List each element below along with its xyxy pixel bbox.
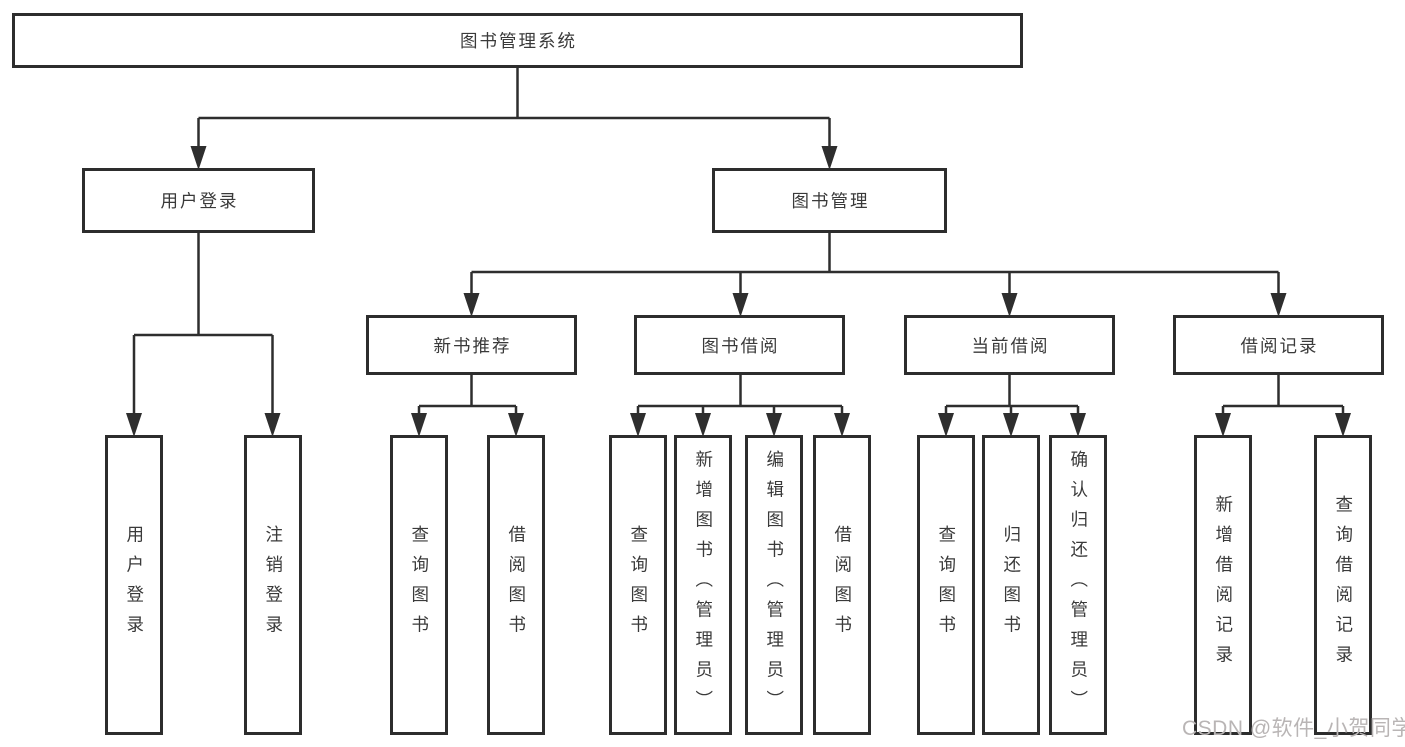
leaf-current-query-books: 查询图书 <box>917 435 975 735</box>
node-book-management: 图书管理 <box>712 168 947 233</box>
node-borrow-records-label: 借阅记录 <box>1240 335 1319 356</box>
leaf-recommend-borrow-books: 借阅图书 <box>487 435 545 735</box>
leaf-add-books-admin: 新增图书（管理员） <box>674 435 732 735</box>
leaf-confirm-return-admin-label: 确认归还（管理员） <box>1068 450 1089 720</box>
node-current-borrow: 当前借阅 <box>904 315 1115 375</box>
node-current-borrow-label: 当前借阅 <box>971 335 1050 356</box>
leaf-user-login: 用户登录 <box>105 435 163 735</box>
node-book-management-label: 图书管理 <box>791 191 870 211</box>
node-book-borrow-label: 图书借阅 <box>701 335 780 356</box>
leaf-logout: 注销登录 <box>244 435 302 735</box>
leaf-current-query-books-label: 查询图书 <box>936 525 957 645</box>
leaf-borrow-query-books-label: 查询图书 <box>628 525 649 645</box>
leaf-query-borrow-record: 查询借阅记录 <box>1314 435 1372 735</box>
leaf-return-books-label: 归还图书 <box>1001 525 1022 645</box>
leaf-query-borrow-record-label: 查询借阅记录 <box>1333 495 1354 675</box>
node-root-system: 图书管理系统 <box>12 13 1023 68</box>
leaf-borrow-books-label: 借阅图书 <box>832 525 853 645</box>
node-user-login: 用户登录 <box>82 168 315 233</box>
node-new-book-recommend: 新书推荐 <box>366 315 577 375</box>
leaf-add-borrow-record-label: 新增借阅记录 <box>1213 495 1234 675</box>
node-book-borrow: 图书借阅 <box>634 315 845 375</box>
leaf-confirm-return-admin: 确认归还（管理员） <box>1049 435 1107 735</box>
leaf-edit-books-admin-label: 编辑图书（管理员） <box>764 450 785 720</box>
leaf-recommend-query-books: 查询图书 <box>390 435 448 735</box>
node-user-login-label: 用户登录 <box>160 191 239 211</box>
csdn-watermark: CSDN @软件_小贺同学 <box>1182 717 1405 740</box>
node-borrow-records: 借阅记录 <box>1173 315 1384 375</box>
leaf-borrow-books: 借阅图书 <box>813 435 871 735</box>
leaf-add-books-admin-label: 新增图书（管理员） <box>693 450 714 720</box>
leaf-recommend-query-books-label: 查询图书 <box>409 525 430 645</box>
node-new-book-recommend-label: 新书推荐 <box>433 335 512 356</box>
leaf-add-borrow-record: 新增借阅记录 <box>1194 435 1252 735</box>
leaf-edit-books-admin: 编辑图书（管理员） <box>745 435 803 735</box>
node-root-system-label: 图书管理系统 <box>460 31 577 51</box>
leaf-recommend-borrow-books-label: 借阅图书 <box>506 525 527 645</box>
leaf-user-login-label: 用户登录 <box>124 525 145 645</box>
leaf-borrow-query-books: 查询图书 <box>609 435 667 735</box>
leaf-logout-label: 注销登录 <box>263 525 284 645</box>
leaf-return-books: 归还图书 <box>982 435 1040 735</box>
